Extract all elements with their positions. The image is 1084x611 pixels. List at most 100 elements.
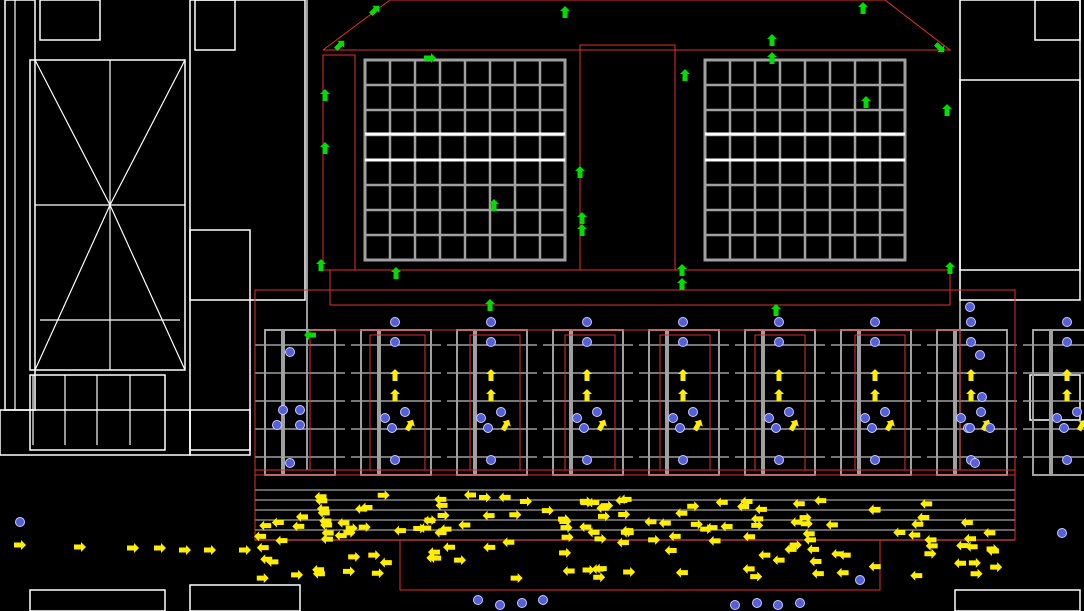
exit-agent <box>861 96 871 108</box>
exit-agent <box>677 264 687 276</box>
waiting-agent <box>278 405 288 415</box>
wall <box>189 584 301 611</box>
waiting-agent <box>771 423 781 433</box>
seating-bay <box>936 329 1008 476</box>
zone-outline <box>329 269 951 306</box>
moving-agent <box>870 369 880 381</box>
moving-agent <box>664 545 677 556</box>
zone-outline <box>854 334 906 471</box>
exit-agent <box>575 166 585 178</box>
exit-agent <box>767 52 777 64</box>
moving-agent <box>751 520 764 531</box>
moving-agent <box>582 389 592 401</box>
waiting-agent <box>855 575 865 585</box>
moving-agent <box>594 563 607 574</box>
zone-outline <box>754 334 806 471</box>
moving-agent <box>836 567 849 578</box>
exit-agent <box>858 2 868 14</box>
moving-agent <box>792 498 805 509</box>
waiting-agent <box>752 598 762 608</box>
moving-agent <box>658 518 671 529</box>
moving-agent <box>924 534 937 545</box>
moving-agent <box>559 547 572 558</box>
moving-agent <box>256 542 269 553</box>
waiting-agent <box>387 423 397 433</box>
waiting-agent <box>795 598 805 608</box>
moving-agent <box>720 521 733 532</box>
moving-agent <box>486 389 496 401</box>
waiting-agent <box>870 455 880 465</box>
moving-agent <box>498 492 511 503</box>
moving-agent <box>275 535 288 546</box>
moving-agent <box>419 523 432 534</box>
moving-agent <box>758 550 771 561</box>
wall <box>29 59 186 371</box>
moving-agent <box>483 542 496 553</box>
moving-agent <box>740 496 753 507</box>
moving-agent <box>908 530 921 541</box>
waiting-agent <box>496 407 506 417</box>
moving-agent <box>715 497 728 508</box>
moving-agent <box>743 531 756 542</box>
seating-bay <box>1032 329 1084 476</box>
waiting-agent <box>592 407 602 417</box>
waiting-agent <box>582 317 592 327</box>
moving-agent <box>751 513 764 524</box>
moving-agent <box>893 527 906 538</box>
waiting-agent <box>985 423 995 433</box>
moving-agent <box>437 510 450 521</box>
seating-bay <box>360 329 432 476</box>
waiting-agent <box>572 413 582 423</box>
moving-agent <box>814 495 827 506</box>
exit-agent <box>316 259 326 271</box>
exit-agent <box>424 53 436 63</box>
zone-outline <box>309 329 961 471</box>
waiting-agent <box>675 423 685 433</box>
moving-agent <box>692 419 703 432</box>
moving-agent <box>690 519 703 530</box>
moving-agent <box>486 369 496 381</box>
waiting-agent <box>678 455 688 465</box>
exit-agent <box>942 104 952 116</box>
exit-agent <box>577 224 587 236</box>
moving-agent <box>320 534 333 545</box>
moving-agent <box>970 568 983 579</box>
moving-agent <box>678 369 688 381</box>
moving-agent <box>983 527 996 538</box>
moving-agent <box>803 534 816 545</box>
moving-agent <box>337 517 350 528</box>
wall <box>1034 0 1081 41</box>
moving-agent <box>510 573 523 584</box>
waiting-agent <box>965 302 975 312</box>
moving-agent <box>334 530 347 541</box>
waiting-agent <box>486 337 496 347</box>
moving-agent <box>811 568 824 579</box>
waiting-agent <box>579 423 589 433</box>
waiting-agent <box>272 420 282 430</box>
moving-agent <box>519 496 532 507</box>
waiting-agent <box>773 600 783 610</box>
moving-agent <box>687 501 700 512</box>
moving-agent <box>464 490 477 501</box>
moving-agent <box>454 555 467 566</box>
waiting-agent <box>285 347 295 357</box>
zone-outline <box>399 539 881 591</box>
waiting-agent <box>1062 455 1072 465</box>
moving-agent <box>1062 369 1072 381</box>
moving-agent <box>266 556 279 567</box>
moving-agent <box>256 573 269 584</box>
waiting-agent <box>867 423 877 433</box>
moving-agent <box>345 523 358 534</box>
zone-outline <box>579 44 676 271</box>
moving-agent <box>1062 389 1072 401</box>
moving-agent <box>74 542 86 552</box>
moving-agent <box>368 550 381 561</box>
moving-agent <box>648 534 661 545</box>
wall <box>189 229 251 451</box>
moving-agent <box>788 419 799 432</box>
moving-agent <box>966 389 976 401</box>
moving-agent <box>404 419 415 432</box>
moving-agent <box>435 500 448 511</box>
wall <box>954 589 1081 611</box>
